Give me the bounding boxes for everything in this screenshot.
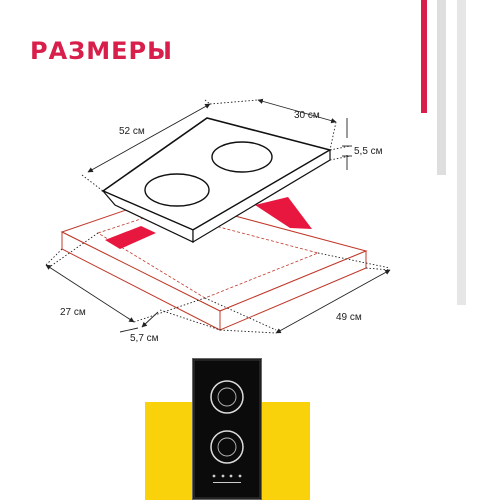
dim-width-label: 30 см bbox=[294, 110, 320, 121]
decor-stripe bbox=[437, 0, 446, 175]
dim-length-label: 52 см bbox=[119, 126, 145, 137]
dim-cutout-width-label: 27 см bbox=[60, 307, 86, 318]
dim-height-label: 5,5 см bbox=[354, 146, 383, 157]
dim-cutout-length-label: 49 см bbox=[336, 312, 362, 323]
burner-icon bbox=[144, 173, 210, 207]
cooktop-photo-icon bbox=[193, 359, 261, 499]
decor-stripe-long bbox=[457, 0, 466, 305]
burner-icon bbox=[211, 141, 273, 173]
dim-offset-label: 5,7 см bbox=[130, 333, 159, 344]
page-title: РАЗМЕРЫ bbox=[30, 37, 173, 65]
product-photo bbox=[192, 358, 262, 500]
countertop-icon bbox=[60, 196, 368, 331]
accent-stripe bbox=[421, 0, 427, 113]
